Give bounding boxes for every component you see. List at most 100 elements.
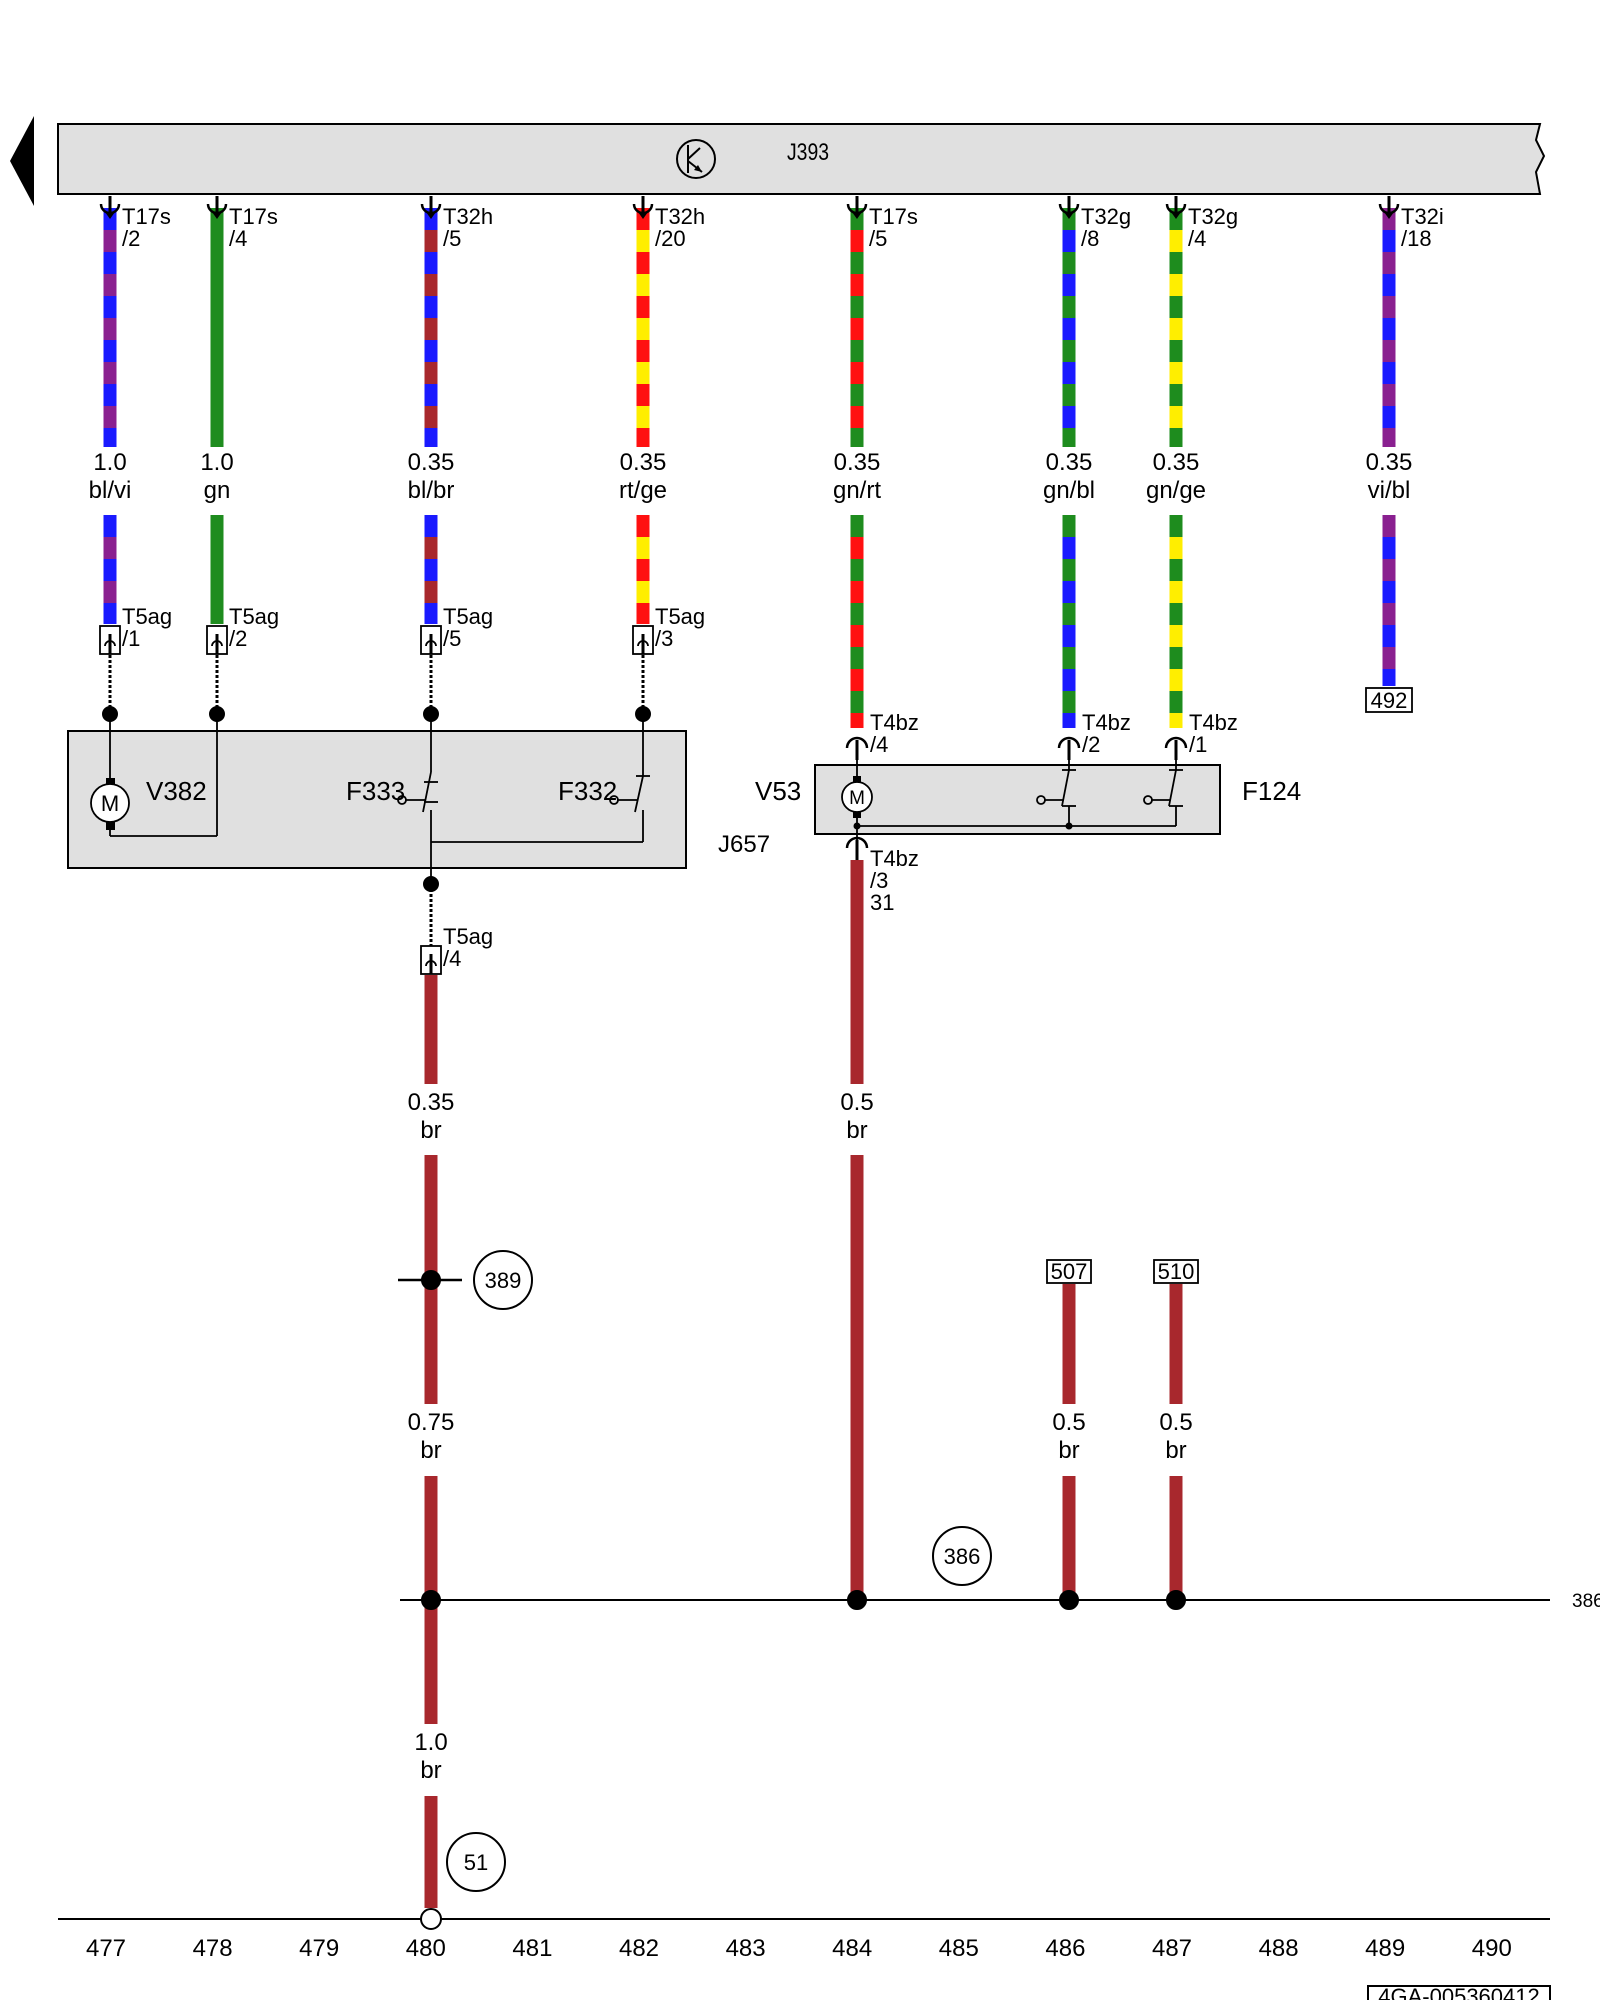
connector-label: T5ag bbox=[655, 604, 705, 629]
motor-label-v382: V382 bbox=[146, 776, 207, 806]
motor-label-v53: V53 bbox=[755, 776, 801, 806]
wire-gauge-label: 0.5 bbox=[1159, 1409, 1192, 1436]
connector-pin-label: /5 bbox=[443, 226, 461, 251]
connector-label: T4bz bbox=[870, 710, 919, 735]
wire-w477-upper bbox=[103, 208, 117, 447]
wire-ground-486-b bbox=[1062, 1476, 1076, 1600]
connector-w482-top bbox=[632, 196, 654, 219]
connector-w480-bottom bbox=[420, 625, 442, 655]
switch-icon-f332 bbox=[609, 775, 650, 813]
wire-w482-upper bbox=[636, 208, 650, 447]
ruler-number: 483 bbox=[726, 1935, 766, 1962]
connector-label: T32i bbox=[1401, 204, 1444, 229]
wire-color-label: gn/ge bbox=[1146, 477, 1206, 504]
connector-label: T5ag bbox=[443, 604, 493, 629]
reference-label: 492 bbox=[1371, 688, 1408, 713]
wire-color-label: br bbox=[420, 1437, 441, 1464]
wire-gauge-label: 0.5 bbox=[1052, 1409, 1085, 1436]
connector-pin-label: /3 bbox=[870, 868, 888, 893]
ground-point-51: 51 bbox=[446, 1832, 506, 1892]
connector-pin-label: /4 bbox=[443, 946, 461, 971]
motor-icon-v382: M bbox=[90, 778, 130, 830]
unit-label-j657: J657 bbox=[718, 831, 770, 858]
wire-gauge-label: 0.35 bbox=[1046, 449, 1093, 476]
ruler-number: 482 bbox=[619, 1935, 659, 1962]
connector-label: T4bz bbox=[1189, 710, 1238, 735]
connector-pin-label: /4 bbox=[1188, 226, 1206, 251]
wire-color-label: rt/ge bbox=[619, 477, 667, 504]
connector-w477-top bbox=[99, 196, 121, 219]
switch-icon-f124-b bbox=[1143, 769, 1183, 807]
reference-label: 510 bbox=[1158, 1259, 1195, 1284]
connector-label: T4bz bbox=[870, 846, 919, 871]
wire-gauge-label: 0.75 bbox=[408, 1409, 455, 1436]
wire-gauge-label: 0.35 bbox=[1366, 449, 1413, 476]
connector-label: T17s bbox=[869, 204, 918, 229]
connector-label: T5ag bbox=[443, 924, 493, 949]
wire-color-label: vi/bl bbox=[1368, 477, 1411, 504]
connector-pin-label: /2 bbox=[1082, 732, 1100, 757]
ground-point-386: 386 bbox=[932, 1526, 992, 1586]
splice-dot bbox=[421, 1270, 441, 1290]
ruler-number: 486 bbox=[1045, 1935, 1085, 1962]
connector-pin-label: 31 bbox=[870, 890, 894, 915]
connector-label: T32h bbox=[655, 204, 705, 229]
left-box-wiring bbox=[109, 714, 644, 884]
connector-w489-top bbox=[1378, 196, 1400, 219]
connector-w487-top bbox=[1165, 196, 1187, 219]
switch-label-f124: F124 bbox=[1242, 776, 1301, 806]
wire-color-label: bl/br bbox=[408, 477, 455, 504]
svg-text:4GA-005360412: 4GA-005360412 bbox=[1378, 1984, 1539, 2000]
bus-junction-dot bbox=[847, 1590, 867, 1610]
component-box-left bbox=[67, 730, 687, 869]
connector-pin-label: /1 bbox=[122, 626, 140, 651]
reference-box-486: 507 bbox=[1046, 1259, 1092, 1284]
right-box-wiring bbox=[856, 752, 1177, 848]
wire-color-label: br bbox=[1165, 1437, 1186, 1464]
connector-pin-label: /4 bbox=[229, 226, 247, 251]
connector-label: T4bz bbox=[1082, 710, 1131, 735]
wire-w484-upper bbox=[850, 208, 864, 447]
connector-pin-label: /5 bbox=[869, 226, 887, 251]
ruler-number: 480 bbox=[406, 1935, 446, 1962]
connector-w486-top bbox=[1058, 196, 1080, 219]
wire-w489-upper bbox=[1382, 208, 1396, 447]
connector-label: T32g bbox=[1081, 204, 1131, 229]
ruler-number: 489 bbox=[1365, 1935, 1405, 1962]
wire-w480-lower bbox=[424, 515, 438, 624]
wire-ground-480-d bbox=[424, 1796, 438, 1908]
wire-w482-lower bbox=[636, 515, 650, 624]
ruler-number: 487 bbox=[1152, 1935, 1192, 1962]
reference-label: 507 bbox=[1051, 1259, 1088, 1284]
wire-w477-lower bbox=[103, 515, 117, 624]
connector-pin-label: /3 bbox=[655, 626, 673, 651]
wire-ground-486-a bbox=[1062, 1284, 1076, 1404]
reference-box-487: 510 bbox=[1153, 1259, 1199, 1284]
control-unit-label: J393 bbox=[787, 139, 829, 166]
control-unit-bar bbox=[57, 123, 1546, 195]
transistor-icon bbox=[676, 139, 716, 179]
bus-junction-dot bbox=[421, 1590, 441, 1610]
wire-ground-480-a bbox=[424, 975, 438, 1084]
wire-w484-lower bbox=[850, 515, 864, 728]
ruler-number: 481 bbox=[512, 1935, 552, 1962]
reference-box-492: 492 bbox=[1365, 687, 1413, 713]
wire-color-label: br bbox=[420, 1117, 441, 1144]
connector-w478-top bbox=[206, 196, 228, 219]
ruler-number: 477 bbox=[86, 1935, 126, 1962]
ruler-number: 488 bbox=[1259, 1935, 1299, 1962]
connector-label: T17s bbox=[122, 204, 171, 229]
connector-w484-top bbox=[846, 196, 868, 219]
connector-pin-label: /4 bbox=[870, 732, 888, 757]
wire-color-label: br bbox=[1058, 1437, 1079, 1464]
wire-w487-upper bbox=[1169, 208, 1183, 447]
svg-text:M: M bbox=[101, 791, 119, 816]
connector-w482-bottom bbox=[632, 625, 654, 655]
wire-color-label: bl/vi bbox=[89, 477, 132, 504]
bus-junction-dot bbox=[1059, 1590, 1079, 1610]
wire-gauge-label: 1.0 bbox=[200, 449, 233, 476]
ruler-number: 478 bbox=[193, 1935, 233, 1962]
previous-page-arrow-icon[interactable] bbox=[10, 116, 34, 206]
wire-ground-487-a bbox=[1169, 1284, 1183, 1404]
wire-color-label: br bbox=[420, 1757, 441, 1784]
